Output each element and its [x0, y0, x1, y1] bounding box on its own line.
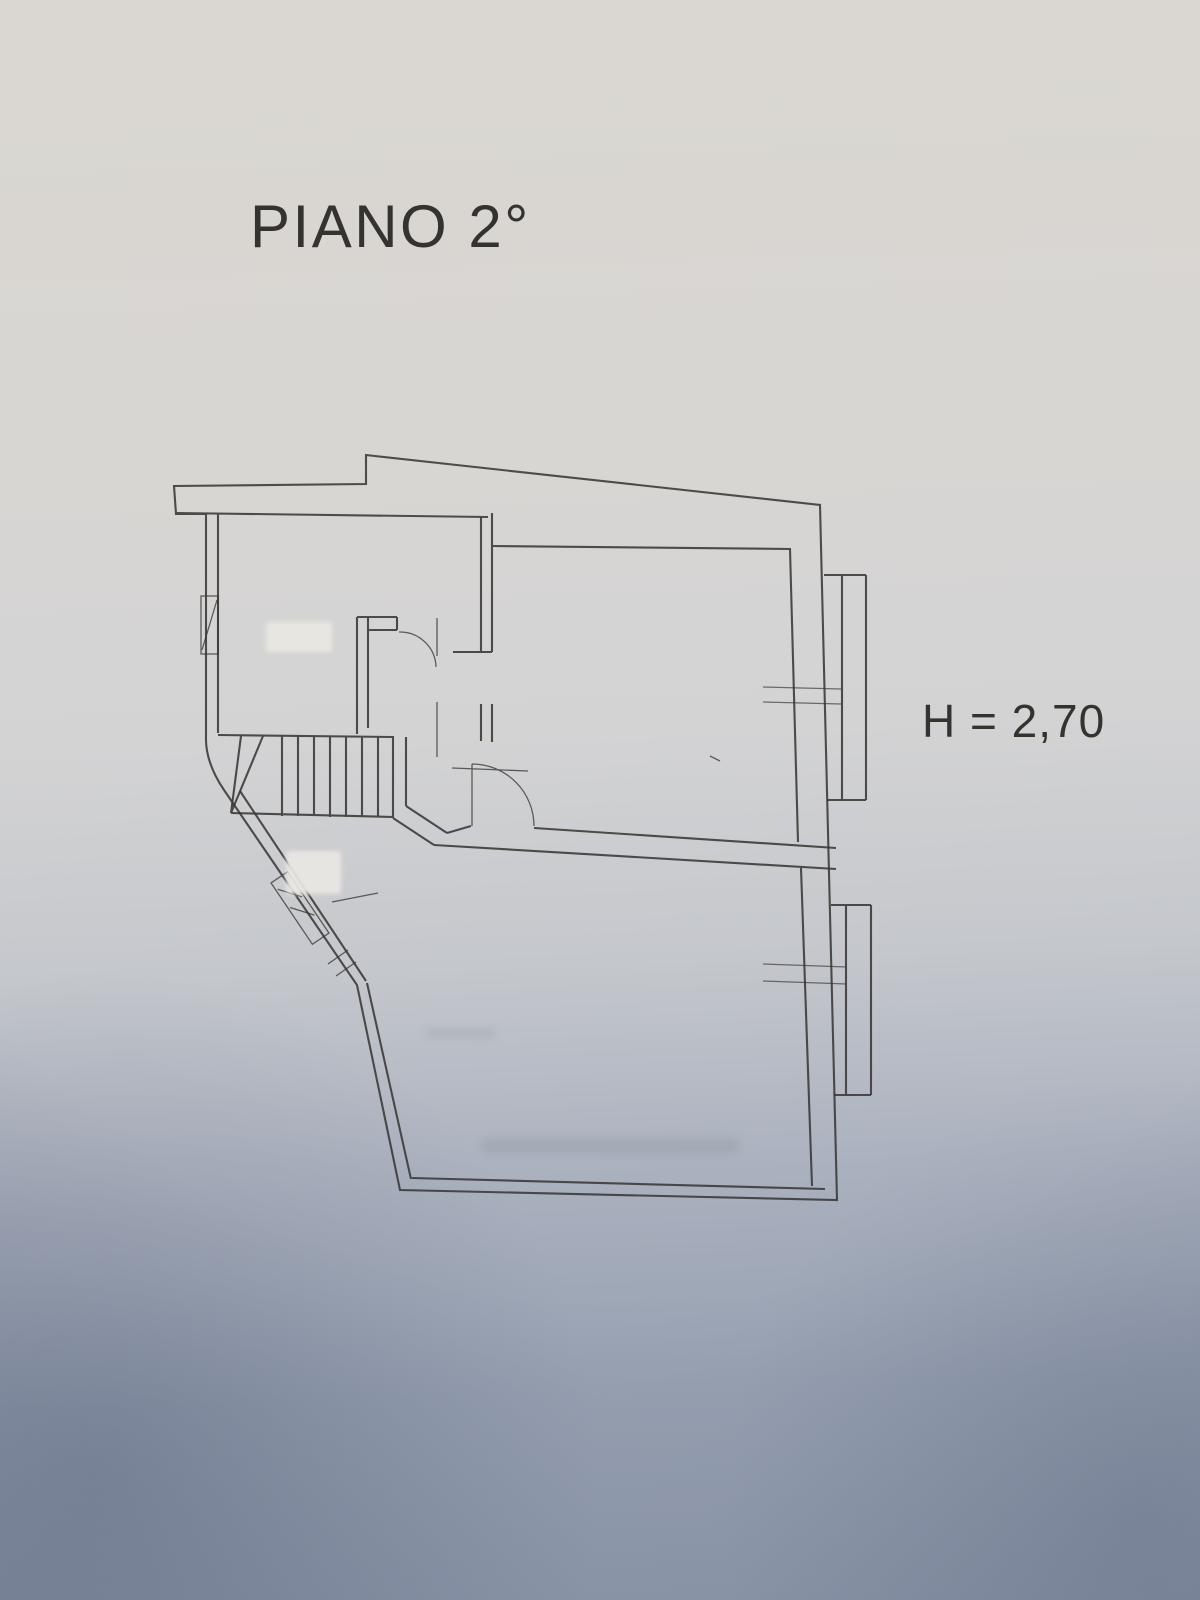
window-opening-marks-lower: [762, 963, 848, 985]
correction-patch-upper: [266, 622, 332, 652]
smudge-small: [425, 1028, 495, 1038]
small-door-arc: [398, 631, 437, 668]
interior-walls: [239, 513, 837, 1191]
window-left: [200, 595, 219, 655]
window-opening-marks-upper: [762, 686, 842, 705]
stair-enclosure-wall: [391, 736, 448, 846]
balcony-upper: [762, 573, 868, 802]
correction-patch-lower: [286, 851, 341, 894]
stair-winders: [229, 735, 264, 814]
floor-title: PIANO 2°: [250, 193, 531, 260]
door-arc: [471, 763, 535, 827]
door-window-diagonal: [270, 870, 379, 977]
staircase: [217, 733, 448, 846]
outer-walls: [172, 453, 839, 1202]
smudge-bottom-room: [480, 1138, 740, 1154]
ceiling-height-label: H = 2,70: [922, 695, 1106, 747]
door-swings: [398, 618, 721, 827]
stair-treads: [280, 736, 380, 817]
balcony-lower: [762, 903, 873, 1097]
